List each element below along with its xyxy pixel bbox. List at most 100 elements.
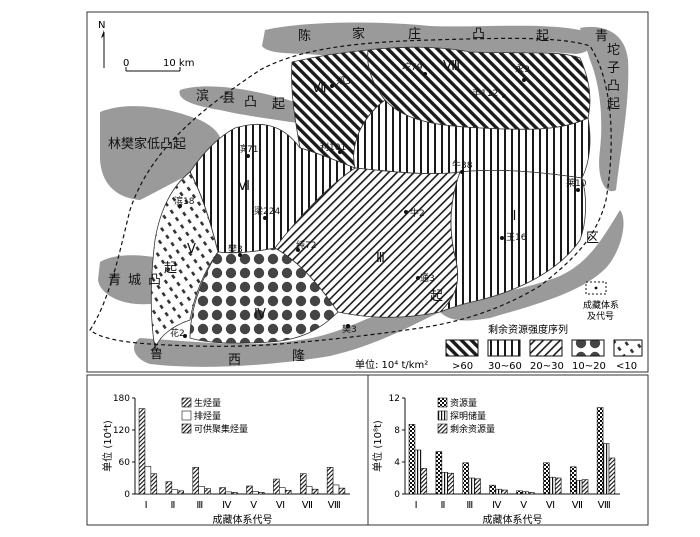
x-tick-label: Ⅵ: [276, 500, 285, 511]
scale-bar: 0 10 km: [123, 58, 194, 72]
well-label: 通3: [420, 273, 435, 284]
svg-text:20~30: 20~30: [530, 361, 564, 372]
svg-text:成藏体系: 成藏体系: [583, 299, 619, 311]
legend-label: 剩余资源量: [450, 423, 495, 435]
y-tick-label: 0: [394, 490, 400, 500]
x-tick-label: Ⅴ: [250, 500, 257, 511]
bar-1: [138, 408, 146, 495]
well-label: 滨71: [238, 143, 258, 155]
y-tick-label: 120: [113, 426, 130, 436]
well-label: 永9: [515, 63, 530, 75]
bar-3: [554, 477, 562, 495]
x-tick-label: Ⅲ: [196, 500, 203, 511]
bar-3: [284, 489, 292, 495]
bar-3: [501, 489, 508, 495]
well-label: 牛2: [410, 207, 425, 219]
well-label: 滨18: [174, 195, 195, 207]
legend-swatch: [181, 410, 192, 421]
svg-text:起: 起: [607, 97, 620, 112]
y-axis-label: 单位 (10⁸t): [371, 420, 384, 472]
y-axis-label: 单位 (10⁴t): [101, 420, 114, 472]
svg-text:起: 起: [430, 289, 443, 304]
x-tick-label: Ⅶ: [302, 500, 313, 511]
well-label: 利101: [320, 141, 346, 153]
bar-2: [575, 480, 583, 495]
well-label: 坨79: [402, 61, 423, 73]
north-arrow: N: [98, 20, 105, 68]
svg-text:10~20: 10~20: [572, 361, 606, 372]
x-tick-label: Ⅲ: [466, 500, 473, 511]
svg-text:子: 子: [607, 61, 620, 76]
bar-2: [602, 443, 610, 495]
svg-text:凸: 凸: [607, 79, 620, 94]
north-label: N: [98, 20, 105, 31]
intensity-legend: 剩余资源强度序列 单位: 10⁴ t/km² >60 30~60 20~30 1…: [355, 323, 643, 372]
bar-3: [608, 457, 616, 495]
svg-text:>60: >60: [452, 361, 473, 372]
zone-III-label: Ⅲ: [376, 251, 385, 266]
svg-text:县: 县: [222, 91, 235, 106]
svg-text:起: 起: [536, 29, 549, 44]
svg-text:凸: 凸: [148, 273, 161, 288]
well-label: 郑3: [336, 75, 351, 87]
zone-VIII-label: Ⅷ: [443, 59, 460, 74]
chenjiazhuang-uplift: [262, 22, 594, 57]
zone-V-area: [150, 171, 219, 350]
svg-text:西: 西: [228, 353, 241, 368]
legend-swatch: [437, 410, 448, 421]
zone-I-label: Ⅰ: [454, 127, 458, 142]
bar-3: [338, 487, 346, 495]
svg-text:林樊家低凸起: 林樊家低凸起: [108, 136, 186, 152]
bar-3: [231, 492, 238, 495]
svg-text:30~60: 30~60: [488, 361, 522, 372]
well-markers: 郑3 坨79 永9 丰112 滨71 利101 牛38 莱10 滨18 梁224…: [170, 61, 587, 339]
legend-unit: 单位: 10⁴ t/km²: [355, 358, 428, 371]
map-frame: [86, 11, 649, 373]
legend-swatch: [181, 423, 192, 434]
zone-IV-label: Ⅳ: [254, 307, 266, 322]
bar-3: [447, 472, 454, 495]
svg-text:城: 城: [128, 273, 141, 288]
bar-1: [596, 407, 604, 495]
qinghuozi-uplift: [580, 26, 629, 192]
bar-2: [198, 486, 205, 495]
bar-1: [435, 451, 443, 495]
bar-1: [165, 481, 173, 495]
zone-II-area: [439, 170, 586, 313]
svg-text:滨: 滨: [196, 88, 209, 104]
x-tick-label: Ⅷ: [328, 500, 341, 511]
legend-label: 探明储量: [450, 410, 486, 422]
bar-3: [474, 478, 481, 495]
svg-text:0: 0: [123, 58, 129, 69]
bar-2: [225, 491, 232, 495]
svg-text:凸: 凸: [244, 95, 257, 110]
luxi-uplift: [134, 301, 440, 367]
svg-text:起: 起: [164, 261, 177, 276]
bar-3: [258, 492, 265, 495]
legend-swatch: [437, 397, 448, 408]
bar-3: [528, 492, 535, 495]
well-label: 纯72: [296, 239, 316, 251]
svg-text:庄: 庄: [408, 26, 421, 42]
bar-1: [192, 467, 199, 495]
legend-swatch: [181, 397, 192, 408]
y-tick-label: 180: [113, 394, 130, 404]
svg-text:凸: 凸: [472, 27, 485, 42]
bar-1: [569, 466, 577, 495]
uplift-labels: 陈 家 庄 凸 起 青 坨 子 凸 起 滨 县 凸 起 林樊家低凸起 青 城 凸…: [108, 26, 620, 368]
svg-text:10 km: 10 km: [163, 58, 194, 69]
x-tick-label: Ⅰ: [415, 500, 418, 511]
bar-1: [326, 467, 334, 495]
well-label: 牛38: [452, 159, 473, 171]
bar-2: [495, 488, 502, 495]
well-label: 花2: [170, 327, 185, 339]
zone-V-label: Ⅴ: [187, 242, 196, 257]
x-tick-label: Ⅱ: [441, 500, 446, 511]
bar-3: [581, 479, 589, 495]
well-label: 王16: [506, 232, 527, 243]
y-tick-label: 8: [394, 426, 400, 436]
legend-swatch: [437, 423, 448, 434]
bar-2: [144, 465, 152, 495]
map: N 0 10 km 陈 家 庄 凸 起 青 坨 子 凸 起 滨 县 凸 起: [89, 20, 643, 372]
